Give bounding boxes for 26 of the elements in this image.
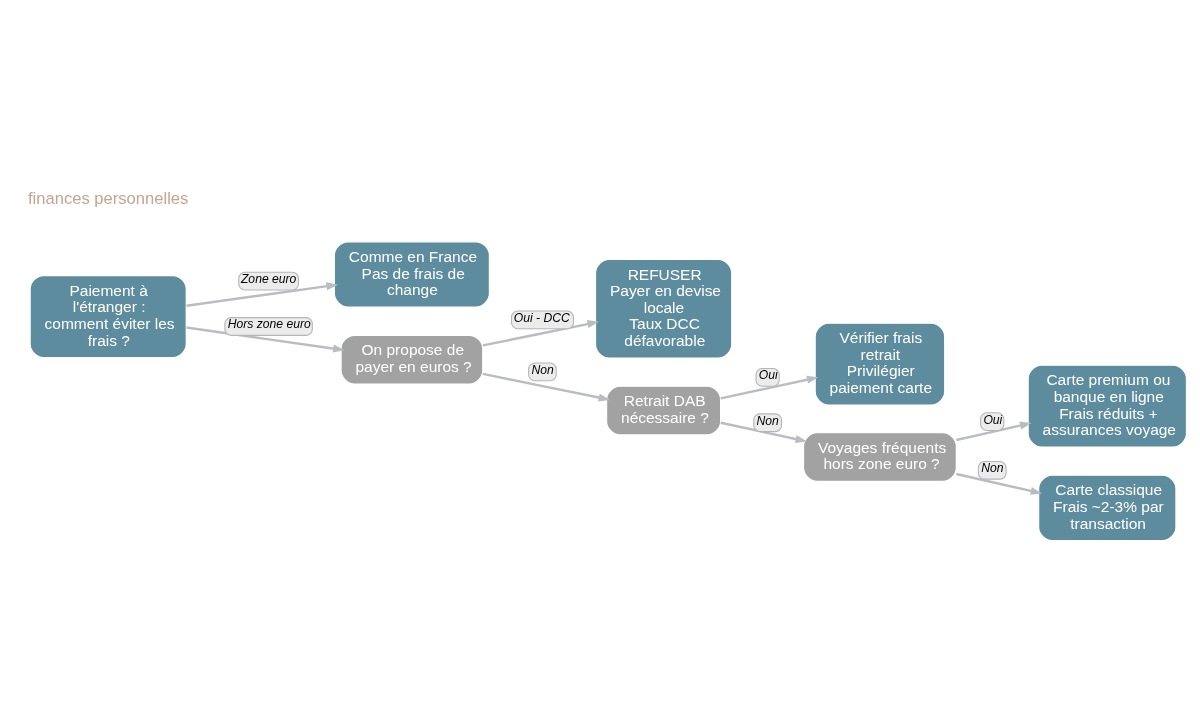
node-box: On propose de payer en euros ?: [340, 334, 484, 385]
edge-label: Non: [756, 413, 779, 428]
node-box: REFUSER Payer en devise locale Taux DCC défavorable: [595, 259, 733, 359]
node-box: Retrait DAB nécessaire ?: [606, 385, 722, 436]
node-box: Vérifier frais retrait Privilégier paiement carte: [814, 322, 946, 406]
edge-label: Non: [981, 461, 1004, 476]
node-box: Carte classique Frais ~2-3% par transaction: [1038, 474, 1177, 542]
arrow: [186, 326, 345, 353]
arrow: [186, 282, 338, 307]
edge-label: Hors zone euro: [227, 317, 311, 332]
label: finances personnelles: [28, 189, 189, 209]
node-box: Carte premium ou banque en ligne Frais réduits + assurances voyage: [1027, 364, 1187, 448]
arrow: [720, 421, 808, 443]
arrow: [482, 320, 599, 347]
arrow: [482, 372, 611, 402]
arrow: [720, 375, 819, 400]
node-box: Voyages fréquents hors zone euro ?: [803, 432, 957, 482]
node-box: Paiement à l'étranger : comment éviter les frais ?: [29, 275, 187, 358]
arrow: [956, 421, 1032, 442]
arrow: [956, 472, 1043, 495]
edge-label: Oui - DCC: [513, 310, 570, 325]
node-box: Comme en France Pas de frais de change: [333, 241, 490, 308]
edge-label: Zone euro: [240, 272, 297, 287]
edge-label: Oui: [758, 368, 778, 383]
edge-label: Oui: [983, 412, 1003, 427]
edge-label: Non: [531, 362, 554, 377]
